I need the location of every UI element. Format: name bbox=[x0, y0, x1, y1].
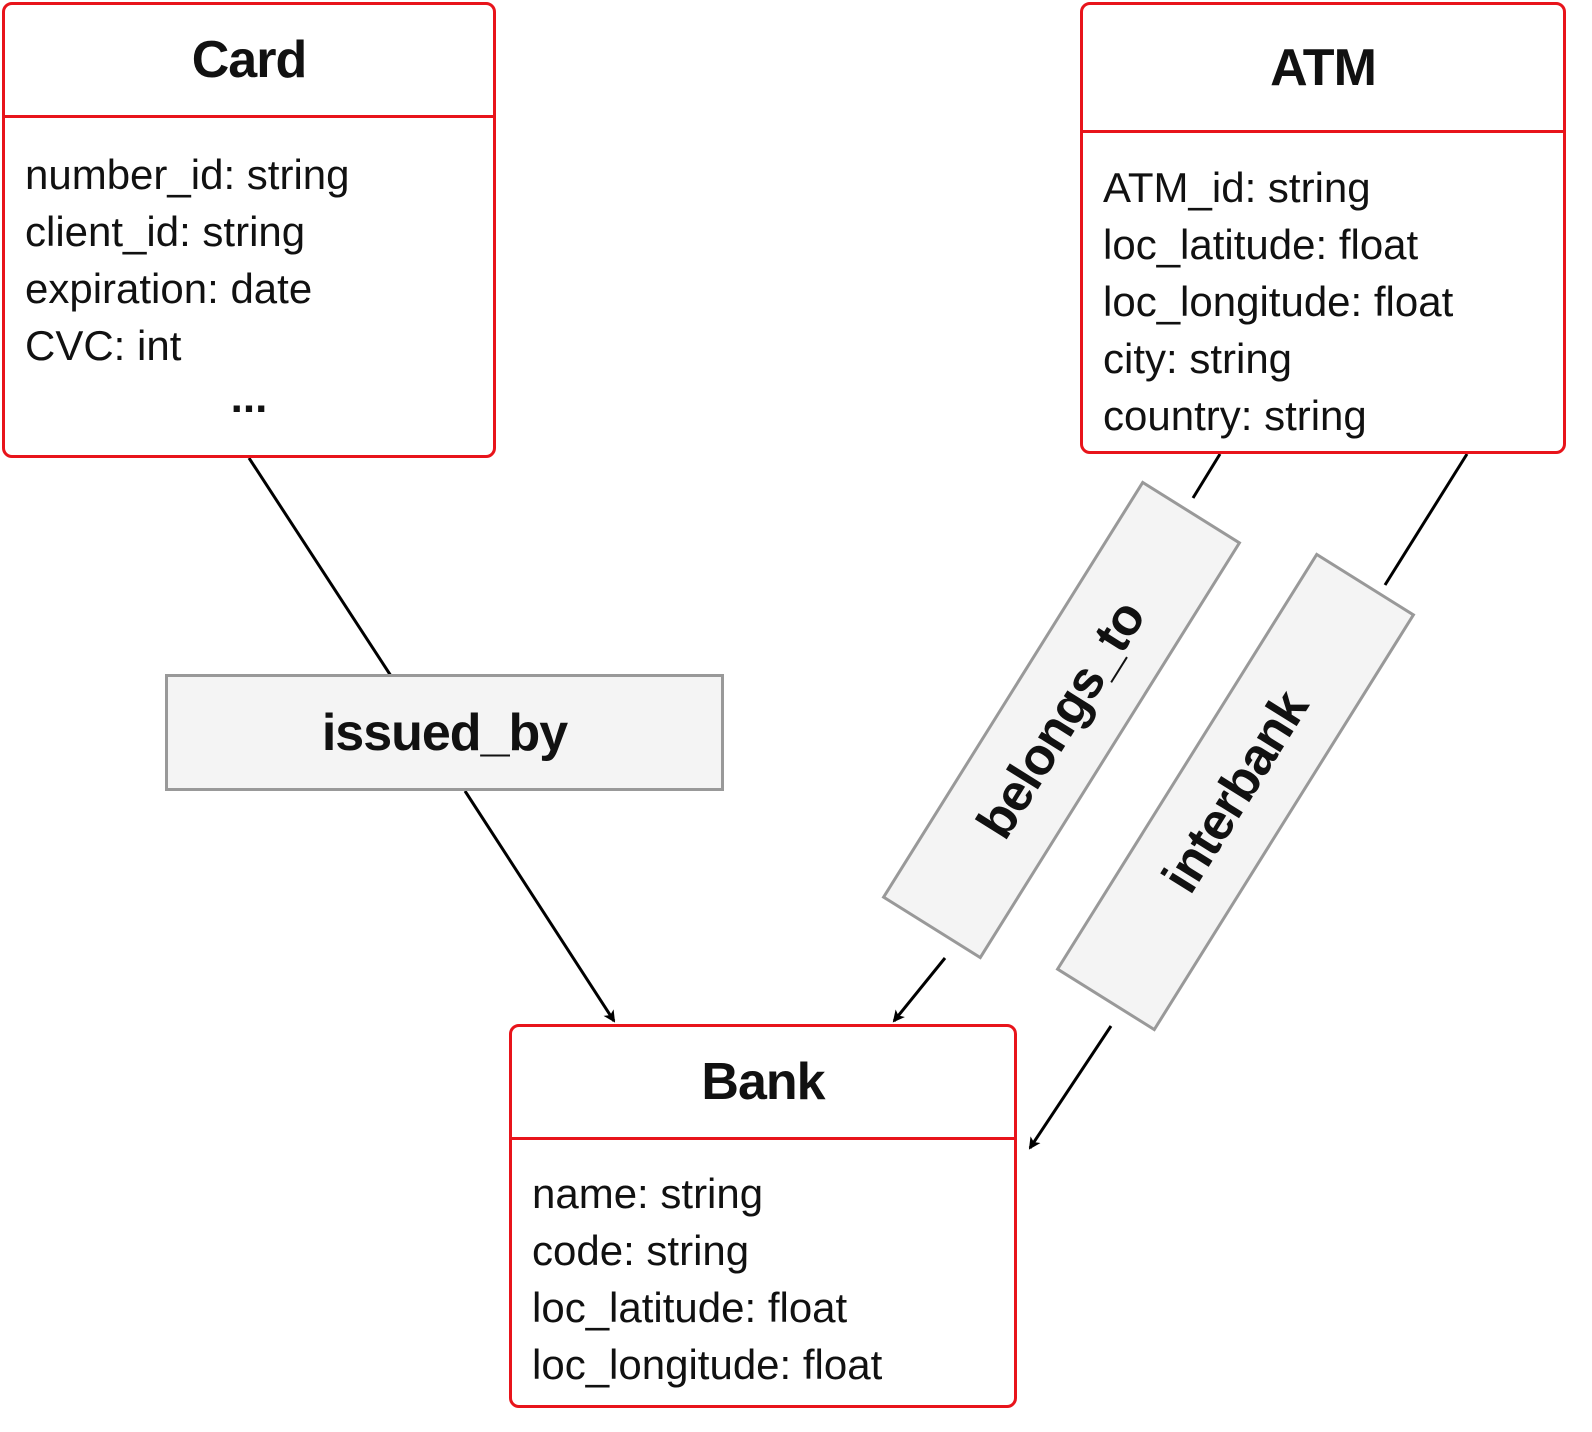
attribute: loc_latitude: float bbox=[532, 1284, 848, 1331]
relationship-issued-by-label: issued_by bbox=[321, 703, 568, 762]
attribute: number_id: string bbox=[25, 151, 350, 198]
attribute: loc_latitude: float bbox=[1103, 221, 1419, 268]
relationship-issued-by[interactable]: issued_by bbox=[165, 674, 724, 791]
attribute: client_id: string bbox=[25, 208, 306, 255]
entity-atm[interactable]: ATM ATM_id: string loc_latitude: float l… bbox=[1080, 2, 1566, 454]
attribute: name: string bbox=[532, 1170, 764, 1217]
entity-card-title: Card bbox=[5, 5, 493, 118]
edge-atm-to-belongs-to bbox=[1191, 453, 1222, 499]
entity-bank-attributes: name: string code: string loc_latitude: … bbox=[512, 1140, 1014, 1393]
entity-atm-title: ATM bbox=[1083, 5, 1563, 133]
attribute: country: string bbox=[1103, 392, 1367, 439]
edge-issued-by-to-bank bbox=[463, 790, 616, 1023]
attribute: expiration: date bbox=[25, 265, 313, 312]
entity-bank[interactable]: Bank name: string code: string loc_latit… bbox=[509, 1024, 1017, 1408]
attribute: city: string bbox=[1103, 335, 1293, 382]
edge-card-to-issued-by bbox=[247, 457, 393, 677]
attribute-ellipsis: ... bbox=[230, 373, 268, 422]
attribute: code: string bbox=[532, 1227, 750, 1274]
entity-card[interactable]: Card number_id: string client_id: string… bbox=[2, 2, 496, 458]
edge-belongs-to-to-bank bbox=[892, 957, 947, 1023]
attribute: CVC: int bbox=[25, 322, 182, 369]
edge-atm-to-interbank bbox=[1383, 453, 1469, 586]
entity-card-attributes: number_id: string client_id: string expi… bbox=[5, 118, 493, 422]
entity-atm-attributes: ATM_id: string loc_latitude: float loc_l… bbox=[1083, 133, 1563, 444]
edge-interbank-to-bank bbox=[1028, 1025, 1113, 1150]
attribute: loc_longitude: float bbox=[1103, 278, 1454, 325]
entity-bank-title: Bank bbox=[512, 1027, 1014, 1140]
attribute: loc_longitude: float bbox=[532, 1341, 883, 1388]
attribute: ATM_id: string bbox=[1103, 164, 1371, 211]
